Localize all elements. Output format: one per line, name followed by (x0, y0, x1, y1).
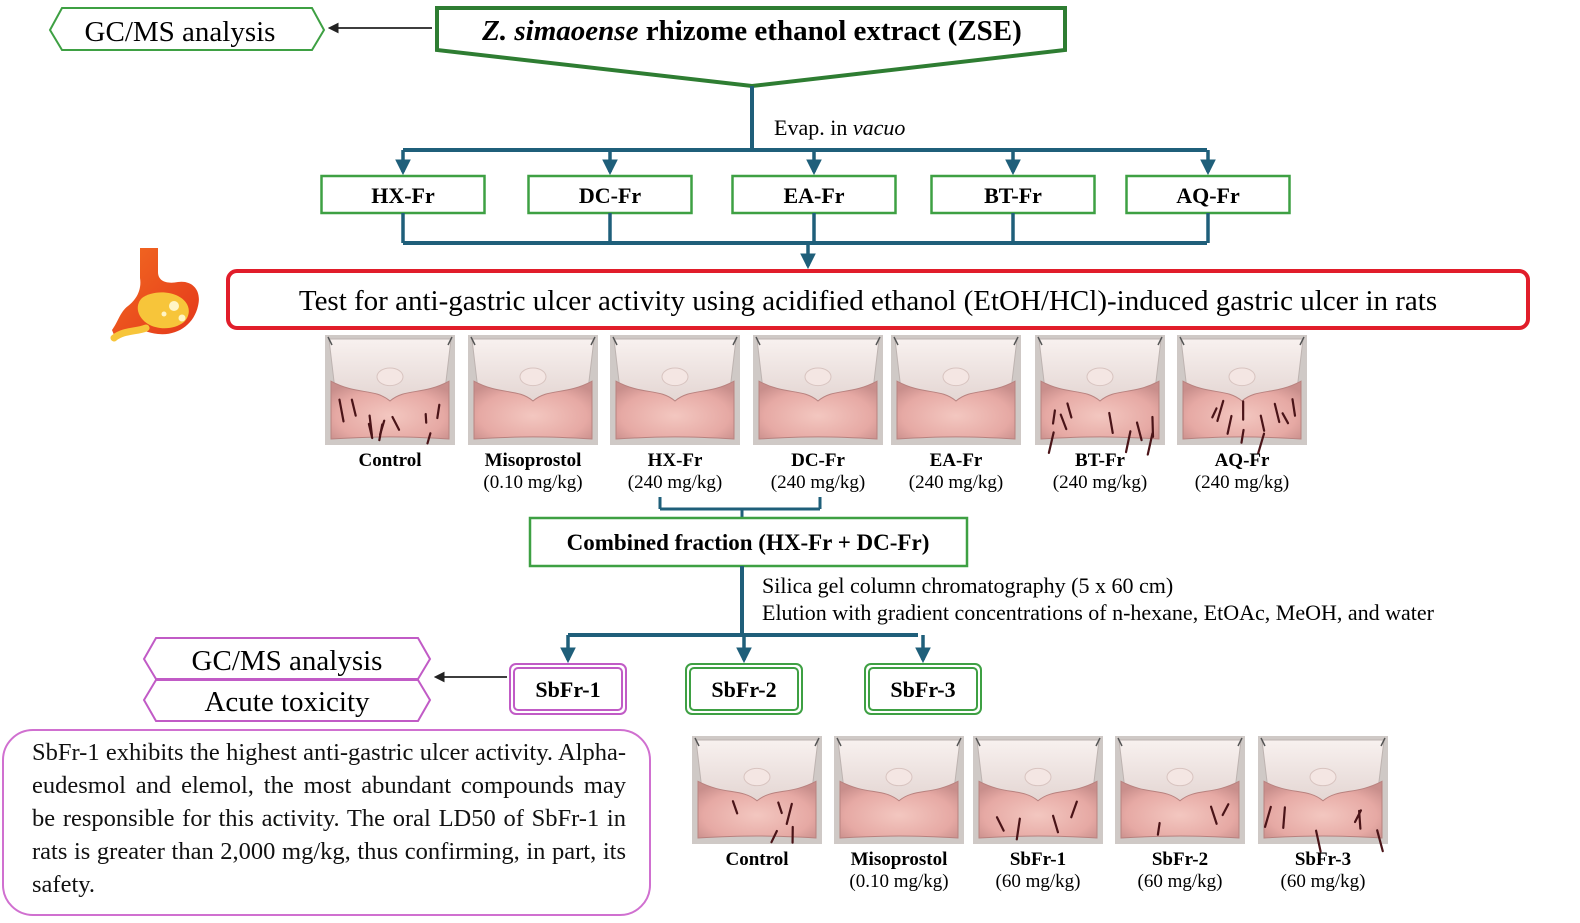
photo-misoprostol: Misoprostol(0.10 mg/kg) (834, 736, 964, 892)
photo-dose: (240 mg/kg) (771, 472, 865, 493)
stomach-photo (973, 736, 1103, 844)
subfraction-label: SbFr-2 (711, 677, 776, 702)
photo-label: DC-Fr (791, 450, 845, 471)
photo-label: EA-Fr (930, 450, 983, 471)
photo-bt-fr: BT-Fr(240 mg/kg) (1035, 335, 1165, 493)
summary-box-outline (2, 729, 651, 916)
extract-rest: rhizome ethanol extract (ZSE) (638, 15, 1021, 47)
photo-misoprostol: Misoprostol(0.10 mg/kg) (468, 335, 598, 493)
photo-label: HX-Fr (648, 450, 703, 471)
fraction-box-bt-fr: BT-Fr (930, 174, 1096, 215)
fraction-label: BT-Fr (984, 183, 1042, 208)
photo-label: Misoprostol (851, 849, 948, 870)
stomach-icon (110, 248, 199, 342)
merge-stubs (401, 213, 1210, 243)
photo-control: Control (692, 736, 822, 870)
photo-label: Control (726, 849, 789, 870)
photo-label: Misoprostol (485, 450, 582, 471)
test-activity-box: Test for anti-gastric ulcer activity usi… (226, 269, 1530, 330)
photo-dc-fr: DC-Fr(240 mg/kg) (753, 335, 883, 493)
chromatography-line-2: Elution with gradient concentrations of … (762, 600, 1435, 625)
stomach-photo (1035, 335, 1165, 456)
subfraction-box-sbfr-3: SbFr-3 (864, 663, 982, 715)
fraction-box-dc-fr: DC-Fr (527, 174, 693, 215)
evap-label: Evap. in vacuo (774, 115, 905, 140)
photo-ea-fr: EA-Fr(240 mg/kg) (891, 335, 1021, 493)
extract-label: Z. simaoense rhizome ethanol extract (ZS… (481, 15, 1022, 47)
photo-label: SbFr-1 (1010, 849, 1066, 870)
gcms-bottom-box: GC/MS analysis (142, 637, 432, 680)
subfraction-label: SbFr-1 (535, 677, 600, 702)
extract-box: Z. simaoense rhizome ethanol extract (ZS… (435, 6, 1067, 89)
gcms-top-label: GC/MS analysis (85, 16, 276, 48)
photo-dose: (240 mg/kg) (1195, 472, 1289, 493)
acute-toxicity-box: Acute toxicity (142, 679, 432, 722)
stomach-photo (325, 335, 455, 445)
combine-bracket (658, 497, 822, 518)
fraction-box-hx-fr: HX-Fr (320, 174, 486, 215)
fraction-label: EA-Fr (783, 183, 844, 208)
stomach-photo (891, 335, 1021, 445)
photo-label: BT-Fr (1075, 450, 1126, 471)
photo-dose: (0.10 mg/kg) (483, 472, 582, 493)
combined-fraction-box: Combined fraction (HX-Fr + DC-Fr) (528, 516, 969, 568)
fraction-label: DC-Fr (579, 183, 642, 208)
stomach-photo (753, 335, 883, 445)
photo-dose: (0.10 mg/kg) (849, 871, 948, 892)
photo-sbfr-3: SbFr-3(60 mg/kg) (1258, 736, 1388, 892)
stomach-photo (1115, 736, 1245, 844)
photo-label: SbFr-3 (1295, 849, 1351, 870)
photo-label: Control (359, 450, 422, 471)
photo-sbfr-1: SbFr-1(60 mg/kg) (973, 736, 1103, 892)
photo-hx-fr: HX-Fr(240 mg/kg) (610, 335, 740, 493)
photo-sbfr-2: SbFr-2(60 mg/kg) (1115, 736, 1245, 892)
chromatography-line-1: Silica gel column chromatography (5 x 60… (762, 573, 1173, 598)
combined-label: Combined fraction (HX-Fr + DC-Fr) (567, 530, 930, 555)
subfraction-arrows (560, 635, 931, 664)
extract-species: Z. simaoense (481, 15, 638, 47)
photo-dose: (240 mg/kg) (909, 472, 1003, 493)
photo-dose: (240 mg/kg) (1053, 472, 1147, 493)
photo-dose: (60 mg/kg) (1138, 871, 1223, 892)
fraction-label: AQ-Fr (1176, 183, 1240, 208)
stomach-photo (1177, 335, 1307, 455)
fraction-boxes: HX-Fr DC-Fr EA-Fr BT-Fr AQ-Fr (320, 174, 1291, 215)
stomach-photo (468, 335, 598, 445)
gcms-top-box: GC/MS analysis (48, 7, 326, 51)
photo-dose: (60 mg/kg) (996, 871, 1081, 892)
photo-aq-fr: AQ-Fr(240 mg/kg) (1177, 335, 1307, 493)
fraction-label: HX-Fr (371, 183, 435, 208)
subfraction-box-sbfr-1: SbFr-1 (509, 663, 627, 715)
evap-italic: vacuo (853, 115, 906, 140)
photo-dose: (60 mg/kg) (1281, 871, 1366, 892)
stomach-photo (1258, 736, 1388, 853)
photo-control: Control (325, 335, 455, 471)
evap-prefix: Evap. in (774, 115, 853, 140)
photo-dose: (240 mg/kg) (628, 472, 722, 493)
summary-text: SbFr-1 exhibits the highest anti-gastric… (32, 739, 626, 898)
fraction-arrows (395, 150, 1216, 176)
subfraction-box-sbfr-2: SbFr-2 (685, 663, 803, 715)
photo-label: AQ-Fr (1215, 450, 1270, 471)
acute-toxicity-label: Acute toxicity (204, 686, 370, 718)
stomach-photo (834, 736, 964, 844)
stomach-photo (692, 736, 822, 844)
photo-label: SbFr-2 (1152, 849, 1208, 870)
gcms-bottom-label: GC/MS analysis (192, 645, 383, 677)
subfraction-boxes: SbFr-1 SbFr-2 SbFr-3 (509, 663, 982, 715)
test-label: Test for anti-gastric ulcer activity usi… (299, 285, 1437, 317)
fraction-box-ea-fr: EA-Fr (731, 174, 897, 215)
subfraction-label: SbFr-3 (890, 677, 955, 702)
stomach-photo (610, 335, 740, 445)
fraction-box-aq-fr: AQ-Fr (1125, 174, 1291, 215)
